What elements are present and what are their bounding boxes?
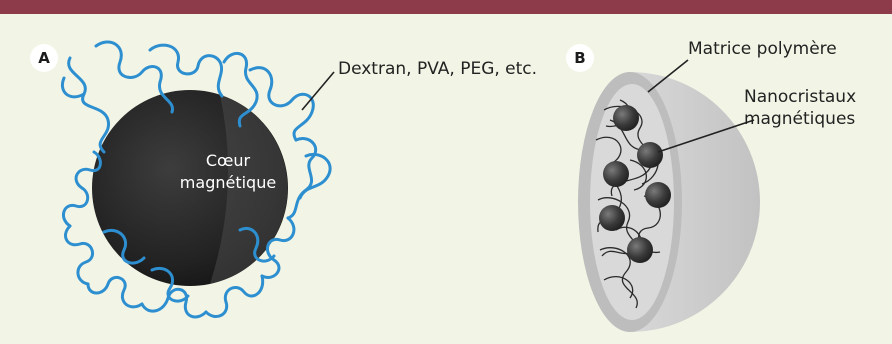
core-label-line1: Cœur	[168, 150, 288, 171]
matrix-label: Matrice polymère	[688, 38, 837, 60]
coating-label: Dextran, PVA, PEG, etc.	[338, 58, 537, 80]
nanocrystals-label-line1: Nanocristaux	[744, 86, 856, 108]
polymer-matrix-hemisphere-icon	[578, 72, 760, 332]
panel-b-badge: B	[566, 44, 594, 72]
panel-a-badge: A	[30, 44, 58, 72]
nanocrystals-label-line2: magnétiques	[744, 108, 855, 130]
core-label-line2: magnétique	[168, 172, 288, 193]
coating-pointer-line	[302, 72, 334, 110]
